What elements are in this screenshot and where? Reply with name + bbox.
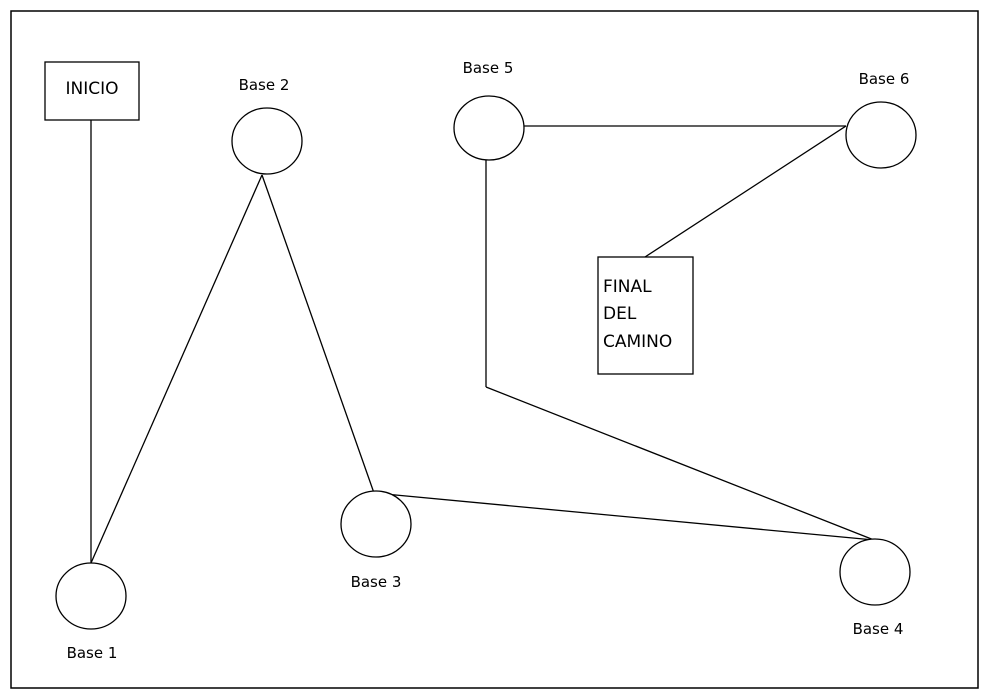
base-label: Base 6 (859, 70, 910, 88)
base-label: Base 4 (853, 620, 904, 638)
end-box-line-3: CAMINO (603, 332, 672, 352)
connection-base4-base5-a (485, 386, 875, 541)
connection-base6-end (644, 125, 847, 258)
base-circle (340, 490, 412, 558)
connection-base1-base2 (90, 174, 263, 564)
connections (90, 120, 875, 564)
base-circle (55, 562, 127, 630)
start-box: INICIO (44, 61, 140, 121)
base-circle (453, 95, 525, 161)
connection-base2-base3 (261, 174, 375, 494)
end-box: FINAL DEL CAMINO (597, 256, 694, 375)
end-box-frame (597, 256, 694, 375)
end-box-line-1: FINAL (603, 277, 652, 297)
base-node-3: Base 3 (340, 490, 412, 591)
base-label: Base 2 (239, 76, 290, 94)
base-node-4: Base 4 (839, 538, 911, 638)
base-label: Base 5 (463, 59, 514, 77)
base-node-1: Base 1 (55, 562, 127, 662)
base-label: Base 1 (67, 644, 118, 662)
base-circle (845, 101, 917, 169)
base-label: Base 3 (351, 573, 402, 591)
base-node-5: Base 5 (453, 59, 525, 161)
start-box-frame (44, 61, 140, 121)
base-node-2: Base 2 (231, 76, 303, 175)
base-node-6: Base 6 (845, 70, 917, 169)
end-box-line-2: DEL (603, 304, 637, 324)
base-circle (231, 107, 303, 175)
base-circle (839, 538, 911, 606)
start-box-label: INICIO (65, 79, 118, 99)
connection-base3-base4 (373, 492, 875, 541)
